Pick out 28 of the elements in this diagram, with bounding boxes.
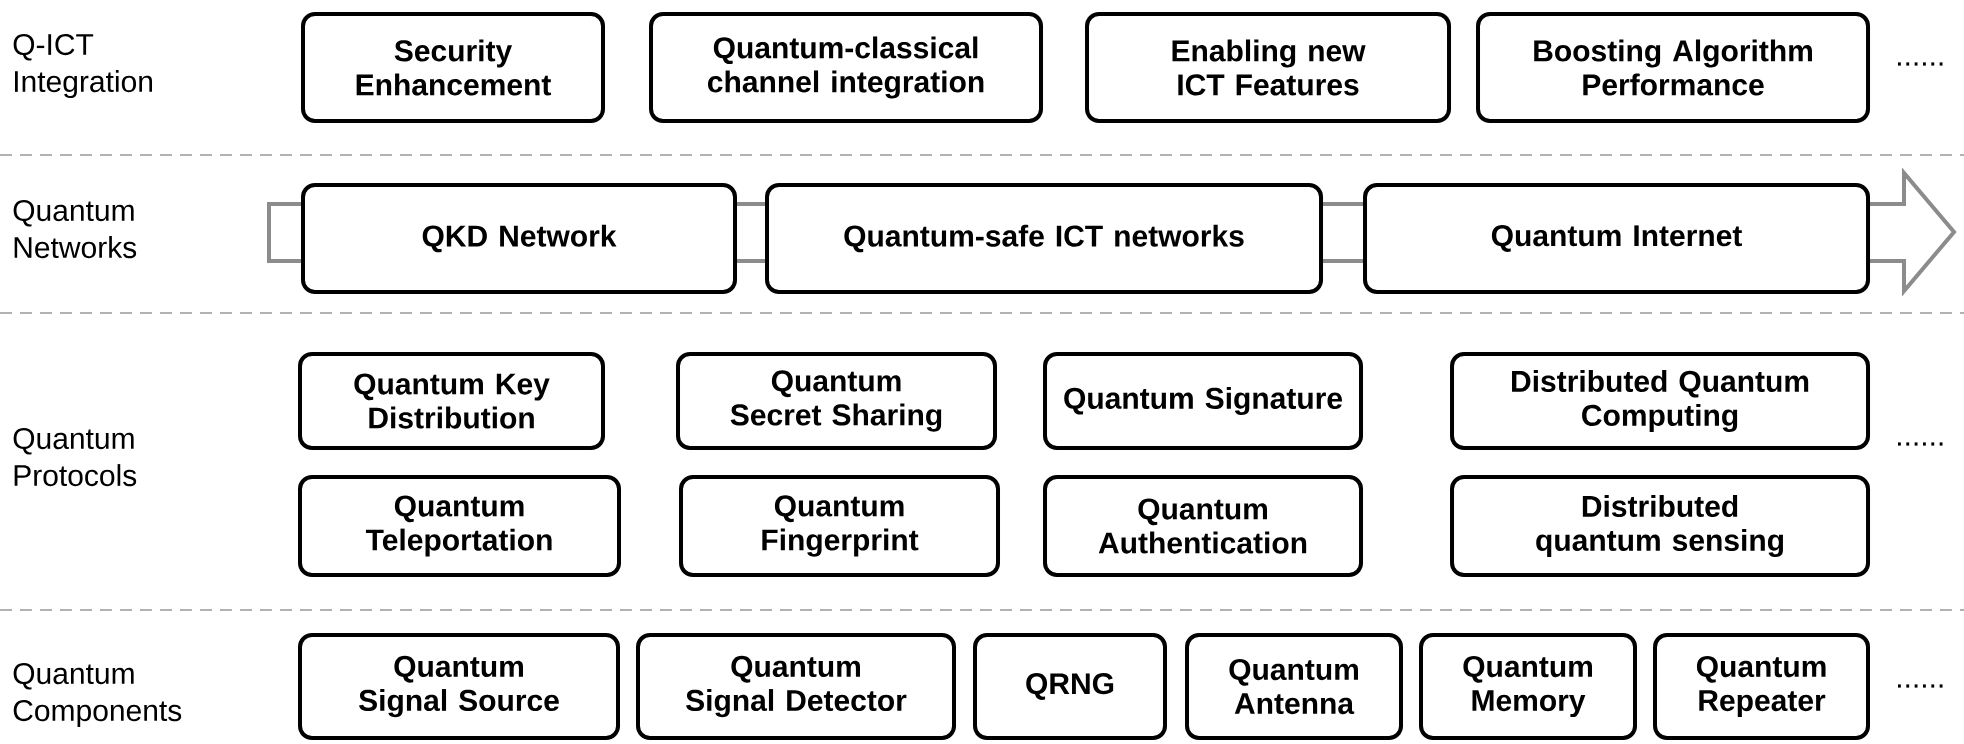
ellipsis: ......	[1897, 62, 1943, 66]
box: Enabling new ICT Features	[1085, 12, 1451, 123]
box: Quantum Memory	[1419, 633, 1637, 740]
row-label: Quantum Networks	[13, 199, 137, 259]
ellipsis: ......	[1897, 684, 1943, 688]
box: Quantum Fingerprint	[679, 475, 1000, 577]
box: Distributed Quantum Computing	[1450, 352, 1871, 450]
box: Quantum-safe ICT networks	[765, 183, 1323, 294]
box: QRNG	[973, 633, 1167, 740]
box: Quantum Key Distribution	[298, 352, 605, 450]
box: Quantum Secret Sharing	[676, 352, 997, 450]
ellipsis: ......	[1897, 442, 1943, 446]
box: Quantum Internet	[1363, 183, 1871, 294]
box: Quantum Teleportation	[298, 475, 621, 577]
row-label: Q-ICT Integration	[13, 33, 152, 99]
box: Quantum Signature	[1043, 352, 1363, 450]
box: Distributed quantum sensing	[1450, 475, 1871, 577]
box: Quantum Authentication	[1043, 475, 1363, 577]
box: Quantum Antenna	[1185, 633, 1403, 740]
box: Security Enhancement	[301, 12, 605, 123]
box: Quantum Repeater	[1653, 633, 1871, 740]
box: QKD Network	[301, 183, 737, 294]
box: Boosting Algorithm Performance	[1476, 12, 1871, 123]
row-label: Quantum Components	[13, 662, 182, 728]
box: Quantum-classical channel integration	[649, 12, 1043, 123]
box: Quantum Signal Source	[298, 633, 620, 740]
box: Quantum Signal Detector	[636, 633, 956, 740]
row-label: Quantum Protocols	[13, 427, 137, 487]
